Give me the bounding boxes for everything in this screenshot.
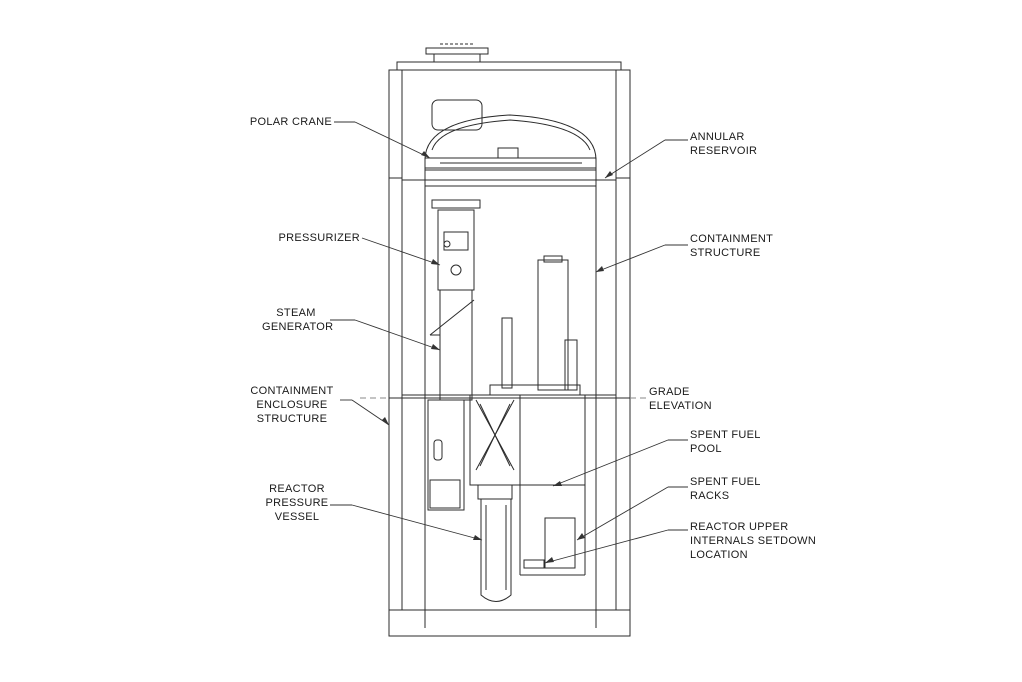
label-polar-crane: POLAR CRANE <box>249 116 332 128</box>
label-annular-reservoir: ANNULAR RESERVOIR <box>690 131 758 157</box>
polar-crane-shape <box>424 99 597 169</box>
foundation-marks <box>424 620 597 628</box>
containment-enclosure-outline <box>360 43 650 637</box>
label-spent-fuel-racks: SPENT FUEL RACKS <box>690 476 761 502</box>
steam-generator-column <box>427 199 481 511</box>
label-reactor-upper-internals-setdown: REACTOR UPPER INTERNALS SETDOWN LOCATION <box>690 521 817 561</box>
leader-pressurizer <box>361 237 441 266</box>
reactor-pressure-vessel-shape <box>469 394 521 602</box>
label-containment-enclosure-structure: CONTAINMENT ENCLOSURE STRUCTURE <box>250 385 334 425</box>
leader-lines <box>330 121 688 564</box>
label-spent-fuel-pool: SPENT FUEL POOL <box>690 429 761 455</box>
containment-structure-outline <box>424 160 597 620</box>
label-pressurizer: PRESSURIZER <box>278 232 360 244</box>
label-reactor-pressure-vessel: REACTOR PRESSURE VESSEL <box>265 483 329 523</box>
label-grade-elevation: GRADE ELEVATION <box>649 386 712 412</box>
upper-tank <box>489 255 581 396</box>
leader-arrowheads <box>382 151 613 563</box>
label-containment-structure: CONTAINMENT STRUCTURE <box>690 233 774 259</box>
label-steam-generator: STEAM GENERATOR <box>262 307 334 333</box>
spent-fuel-pool-shape <box>519 394 586 576</box>
